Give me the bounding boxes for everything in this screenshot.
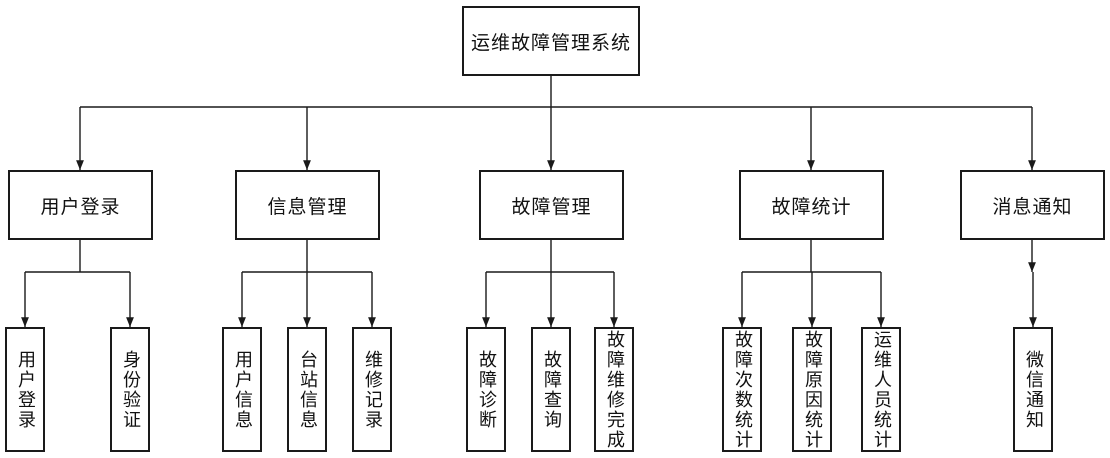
module-label: 信息管理 (267, 195, 348, 218)
leaf-user-info: 用户信息 (222, 327, 262, 452)
module-label: 故障统计 (771, 195, 852, 218)
module-user-login: 用户登录 (8, 170, 153, 240)
module-info-management: 信息管理 (235, 170, 380, 240)
leaf-label: 身份验证 (120, 349, 141, 430)
module-label: 消息通知 (992, 195, 1073, 218)
leaf-maintenance-staff-statistics: 运维人员统计 (861, 327, 901, 452)
leaf-fault-query: 故障查询 (531, 327, 571, 452)
module-fault-management: 故障管理 (479, 170, 624, 240)
leaf-label: 微信通知 (1023, 349, 1044, 430)
module-fault-statistics: 故障统计 (739, 170, 884, 240)
leaf-label: 故障维修完成 (604, 329, 625, 450)
leaf-wechat-notification: 微信通知 (1013, 327, 1053, 452)
leaf-fault-count-statistics: 故障次数统计 (722, 327, 762, 452)
leaf-fault-repair-complete: 故障维修完成 (594, 327, 634, 452)
root-node-label: 运维故障管理系统 (470, 31, 631, 54)
leaf-station-info: 台站信息 (287, 327, 327, 452)
module-message-notification: 消息通知 (960, 170, 1105, 240)
leaf-label: 故障次数统计 (732, 329, 753, 450)
leaf-label: 故障查询 (541, 349, 562, 430)
leaf-label: 台站信息 (297, 349, 318, 430)
leaf-fault-cause-statistics: 故障原因统计 (792, 327, 832, 452)
module-label: 故障管理 (511, 195, 592, 218)
leaf-label: 运维人员统计 (871, 329, 892, 450)
leaf-user-login: 用户登录 (5, 327, 45, 452)
leaf-label: 用户登录 (15, 349, 36, 430)
leaf-label: 维修记录 (362, 349, 383, 430)
leaf-label: 用户信息 (232, 349, 253, 430)
module-label: 用户登录 (40, 195, 121, 218)
leaf-identity-verification: 身份验证 (110, 327, 150, 452)
leaf-label: 故障原因统计 (802, 329, 823, 450)
leaf-maintenance-records: 维修记录 (352, 327, 392, 452)
leaf-label: 故障诊断 (476, 349, 497, 430)
leaf-fault-diagnosis: 故障诊断 (466, 327, 506, 452)
root-node: 运维故障管理系统 (462, 6, 640, 76)
